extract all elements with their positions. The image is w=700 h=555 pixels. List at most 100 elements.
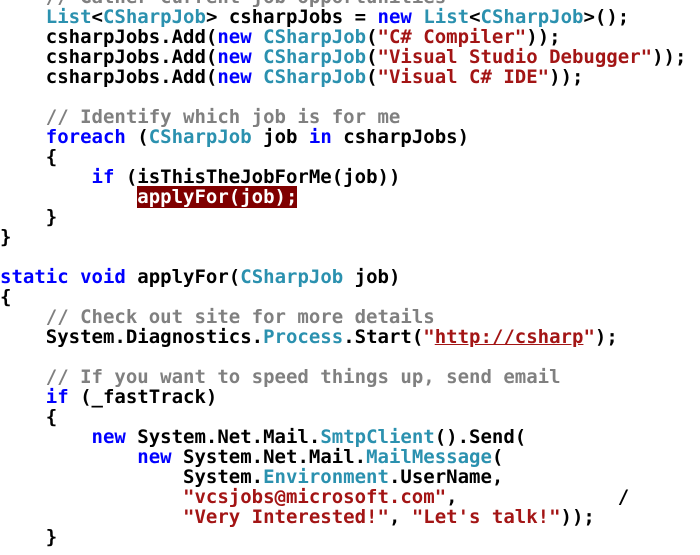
code-keyword: new [217,46,252,68]
code-string: "Let's talk!" [411,506,561,528]
code-text [0,306,46,328]
code-line[interactable]: if (isThisTheJobForMe(job)) [0,167,700,187]
code-keyword: new [137,446,172,468]
code-text [0,386,46,408]
code-line[interactable]: { [0,147,700,167]
code-line[interactable] [0,87,700,107]
code-text: )); [560,506,595,528]
code-text: .Start( [343,326,424,348]
code-text [0,486,183,508]
code-text: job) [343,266,401,288]
code-type-name: CSharpJob [263,46,367,68]
code-text: (_fastTrack) [68,386,218,408]
code-text [0,126,46,148]
code-text: ( [366,46,378,68]
code-text [0,506,183,528]
code-line[interactable]: // Identify which job is for me [0,107,700,127]
code-text: ( [491,446,504,468]
code-line[interactable]: System.Diagnostics.Process.Start( "http:/… [0,327,700,347]
code-text [252,46,263,68]
code-line[interactable]: // If you want to speed things up, send … [0,367,700,387]
code-text: ( [125,126,149,148]
code-text [0,366,46,388]
code-keyword: new [377,6,412,28]
code-line[interactable]: new System.Net.Mail.MailMessage( [0,447,700,467]
code-line[interactable]: } [0,227,700,247]
code-text: System.Diagnostics. [0,326,264,348]
code-line[interactable]: new System.Net.Mail.SmtpClient().Send( [0,427,700,447]
code-text: >(); [583,6,630,28]
code-keyword: in [308,126,332,148]
code-text: System.Net.Mail. [125,426,321,448]
code-line[interactable]: // Check out site for more details [0,307,700,327]
code-type-name: CSharpJob [240,266,344,288]
code-keyword: new [217,66,252,88]
code-comment: // Check out site for more details [45,306,435,328]
code-text: > csharpJobs = [205,6,378,28]
code-comment: // If you want to speed things up, send … [45,366,561,388]
code-keyword: if [91,166,115,188]
code-line[interactable] [0,247,700,267]
code-keyword: static [0,266,69,288]
code-text [0,186,137,208]
code-string: "Visual Studio Debugger" [377,46,653,68]
code-text: applyFor( [125,266,241,288]
code-text: { [0,406,58,428]
code-text [0,106,46,128]
code-type-name: List [423,6,470,28]
code-type-name: CSharpJob [263,26,367,48]
code-line[interactable]: csharpJobs.Add(new CSharpJob("Visual Stu… [0,47,700,67]
code-text: ); [594,326,618,348]
code-text [252,26,263,48]
code-type-name: CSharpJob [480,6,584,28]
code-text: ( [366,26,378,48]
code-comment: // Identify which job is for me [45,106,401,128]
code-text: .UserName, [388,466,504,488]
code-line[interactable]: } [0,207,700,227]
code-string: " [583,326,595,348]
code-text: ( [366,66,378,88]
code-line[interactable]: { [0,287,700,307]
code-text: (isThisTheJobForMe(job)) [114,166,401,188]
code-text [252,66,263,88]
code-text [0,166,92,188]
code-string: "vcsjobs@microsoft.com" [183,486,447,508]
code-text: , [388,506,412,528]
code-text: { [0,286,12,308]
code-keyword: if [45,386,69,408]
code-line[interactable]: List<CSharpJob> csharpJobs = new List<CS… [0,7,700,27]
code-line[interactable] [0,347,700,367]
code-type-name: Process [263,326,344,348]
code-line[interactable]: csharpJobs.Add(new CSharpJob("C# Compile… [0,27,700,47]
code-string: "Very Interested!" [183,506,389,528]
code-link[interactable]: http://csharp [434,326,584,348]
code-line[interactable]: } [0,527,700,547]
code-text: } [0,206,58,228]
code-line[interactable]: static void applyFor(CSharpJob job) [0,267,700,287]
code-line[interactable]: // Gather current job opportunities [0,0,700,7]
code-type-name: SmtpClient [320,426,435,448]
code-text: csharpJobs.Add( [0,46,218,68]
code-line[interactable]: { [0,407,700,427]
code-line[interactable]: foreach (CSharpJob job in csharpJobs) [0,127,700,147]
code-line[interactable]: applyFor(job); [0,186,700,208]
code-keyword: void [80,266,126,288]
code-line[interactable]: "vcsjobs@microsoft.com", / [0,487,700,507]
code-type-name: CSharpJob [263,66,367,88]
code-line[interactable]: "Very Interested!", "Let's talk!")); [0,507,700,527]
code-text: )); [652,46,687,68]
code-line[interactable]: csharpJobs.Add(new CSharpJob("Visual C# … [0,67,700,87]
code-keyword: new [217,26,252,48]
code-text: job [251,126,309,148]
code-text [0,446,137,468]
code-comment: // Gather current job opportunities [46,0,446,8]
code-line[interactable]: System.Environment.UserName, [0,467,700,487]
code-text: < [469,6,481,28]
code-type-name: Environment [263,466,389,488]
code-string: "C# Compiler" [377,26,527,48]
code-text [0,6,46,28]
code-text [69,266,80,288]
code-text: System. [0,466,264,488]
code-line[interactable]: if (_fastTrack) [0,387,700,407]
